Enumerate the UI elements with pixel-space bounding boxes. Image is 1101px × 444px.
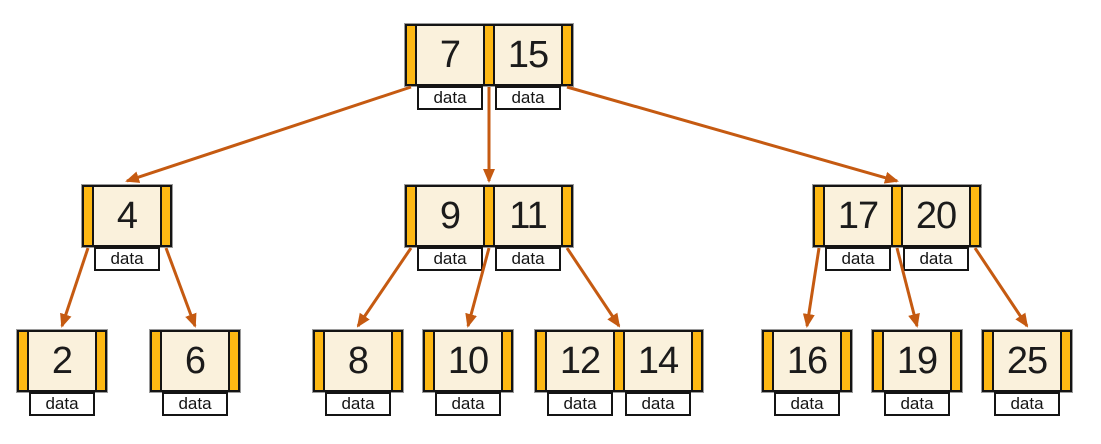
- key-cell: 14: [625, 332, 691, 390]
- pointer-slot: [485, 26, 493, 84]
- data-box: data: [547, 392, 613, 416]
- key-cell: 9: [417, 187, 483, 245]
- key-cell: 10: [435, 332, 501, 390]
- pointer-slot: [563, 187, 571, 245]
- pointer-slot: [485, 187, 493, 245]
- data-box: data: [884, 392, 950, 416]
- key-cell: 20: [903, 187, 969, 245]
- data-box: data: [825, 247, 891, 271]
- data-box: data: [903, 247, 969, 271]
- data-box: data: [435, 392, 501, 416]
- pointer-slot: [97, 332, 105, 390]
- pointer-slot: [407, 26, 415, 84]
- pointer-slot: [315, 332, 323, 390]
- data-box: data: [495, 86, 561, 110]
- key-cell: 4: [94, 187, 160, 245]
- key-cell: 7: [417, 26, 483, 84]
- pointer-slot: [893, 187, 901, 245]
- pointer-slot: [393, 332, 401, 390]
- pointer-slot: [764, 332, 772, 390]
- data-box: data: [29, 392, 95, 416]
- pointer-slot: [537, 332, 545, 390]
- pointer-slot: [563, 26, 571, 84]
- pointer-slot: [1062, 332, 1070, 390]
- pointer-slot: [952, 332, 960, 390]
- tree-edge-arrow: [125, 85, 412, 183]
- tree-edge-arrow: [565, 247, 621, 328]
- pointer-slot: [615, 332, 623, 390]
- pointer-slot: [503, 332, 511, 390]
- data-box: data: [162, 392, 228, 416]
- key-cell: 6: [162, 332, 228, 390]
- data-box: data: [774, 392, 840, 416]
- key-cell: 8: [325, 332, 391, 390]
- pointer-slot: [425, 332, 433, 390]
- key-cell: 11: [495, 187, 561, 245]
- data-box: data: [625, 392, 691, 416]
- key-cell: 17: [825, 187, 891, 245]
- data-box: data: [994, 392, 1060, 416]
- data-box: data: [417, 86, 483, 110]
- pointer-slot: [19, 332, 27, 390]
- pointer-slot: [874, 332, 882, 390]
- key-cell: 19: [884, 332, 950, 390]
- tree-edge-arrow: [973, 247, 1029, 328]
- pointer-slot: [162, 187, 170, 245]
- pointer-slot: [230, 332, 238, 390]
- tree-edge-arrow: [356, 247, 413, 328]
- tree-edge-arrow: [60, 247, 90, 328]
- key-cell: 12: [547, 332, 613, 390]
- tree-edge-arrow: [802, 247, 821, 328]
- data-box: data: [495, 247, 561, 271]
- data-box: data: [325, 392, 391, 416]
- pointer-slot: [815, 187, 823, 245]
- key-cell: 25: [994, 332, 1060, 390]
- key-cell: 2: [29, 332, 95, 390]
- pointer-slot: [842, 332, 850, 390]
- data-box: data: [94, 247, 160, 271]
- pointer-slot: [971, 187, 979, 245]
- pointer-slot: [984, 332, 992, 390]
- key-cell: 16: [774, 332, 840, 390]
- pointer-slot: [693, 332, 701, 390]
- tree-edge-arrow: [566, 85, 899, 184]
- pointer-slot: [152, 332, 160, 390]
- tree-edge-arrow: [164, 247, 197, 328]
- pointer-slot: [407, 187, 415, 245]
- data-box: data: [417, 247, 483, 271]
- pointer-slot: [84, 187, 92, 245]
- key-cell: 15: [495, 26, 561, 84]
